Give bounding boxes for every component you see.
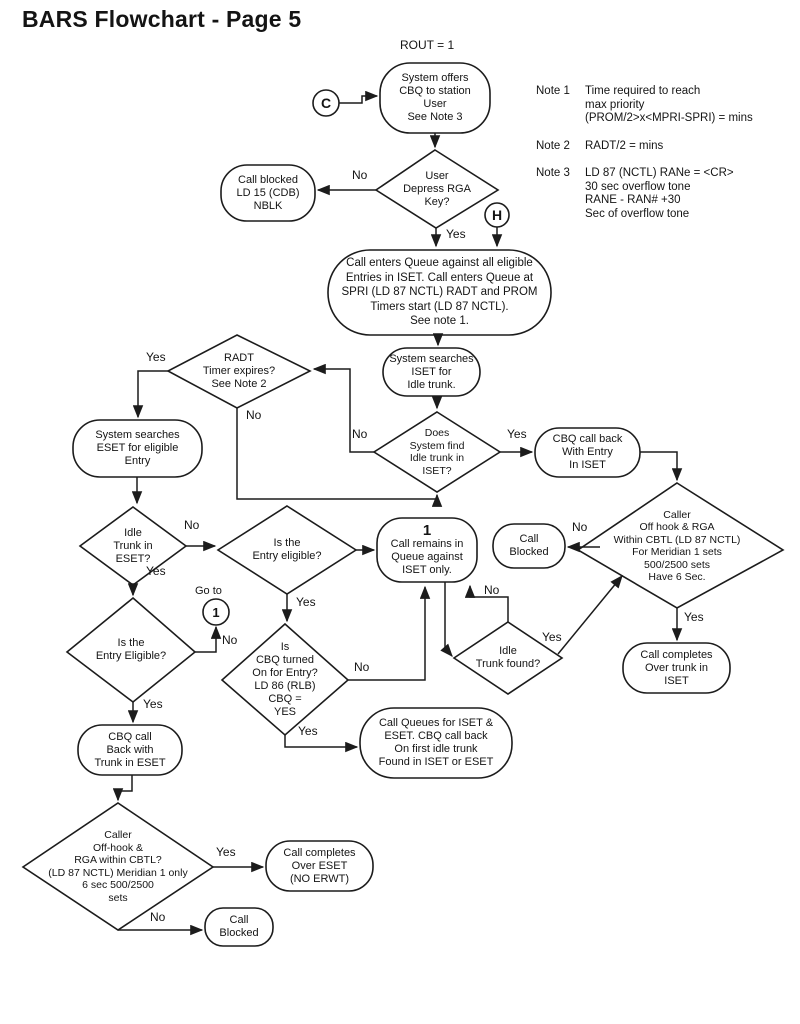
note-3-text: LD 87 (NCTL) RANe = <CR> 30 sec overflow… — [585, 167, 734, 220]
idle-found-decision: Idle Trunk found? — [475, 645, 541, 670]
edge-cbqback-to-caller — [640, 451, 683, 482]
completes-iset-node: Call completes Over trunk in ISET — [640, 648, 713, 687]
label-idlefound-yes: Yes — [542, 630, 562, 644]
label-findiset-yes: Yes — [507, 427, 527, 441]
goto-1-label: 1 — [212, 604, 220, 620]
search-iset-node: System searches ISET for Idle trunk. — [389, 352, 474, 391]
note-3-label: Note 3 — [536, 167, 570, 179]
queue-node: Call enters Queue against all eligible E… — [341, 257, 538, 328]
call-blocked-3-node: Call Blocked — [219, 914, 259, 939]
page-title: BARS Flowchart - Page 5 — [22, 6, 302, 32]
edge-idlefound-no — [464, 584, 509, 622]
call-queues-node: Call Queues for ISET & ESET. CBQ call ba… — [378, 717, 494, 768]
edge-radt-no-loop — [236, 408, 443, 507]
note-2-label: Note 2 — [536, 140, 570, 152]
note-1-label: Note 1 — [536, 85, 570, 97]
completes-eset-node: Call completes Over ESET (NO ERWT) — [283, 846, 356, 885]
goto-caption: Go to — [195, 585, 222, 597]
label-idleeset-no: No — [184, 518, 200, 532]
connector-c-label: C — [320, 95, 332, 111]
call-blocked-3-shape — [204, 907, 274, 947]
label-caller-iset-no: No — [572, 520, 588, 534]
box1-number: 1 — [422, 522, 432, 539]
find-iset-decision-shape — [372, 411, 502, 493]
edge-idlefound-yes — [557, 574, 623, 655]
goto-1-circle — [202, 598, 230, 626]
completes-eset-shape — [265, 840, 374, 892]
radt-decision: RADT Timer expires? See Note 2 — [202, 352, 276, 390]
edge-cbqeset-to-caller — [112, 775, 133, 802]
label-depress-yes: Yes — [446, 227, 466, 241]
call-blocked-2-node: Call Blocked — [509, 533, 549, 558]
edge-findiset-no — [312, 363, 374, 453]
cbq-turned-decision: Is CBQ turned On for Entry? LD 86 (RLB) … — [252, 641, 318, 718]
completes-iset-shape — [622, 642, 731, 694]
note-2-text: RADT/2 = mins — [585, 140, 664, 152]
label-entryelig2-yes: Yes — [143, 697, 163, 711]
box1-node: 1 Call remains in Queue against ISET onl… — [377, 520, 477, 580]
entry-eligible-2-decision: Is the Entry Eligible? — [95, 637, 167, 662]
find-iset-decision: Does System find Idle trunk in ISET? — [409, 427, 465, 477]
search-iset-shape — [382, 347, 481, 397]
label-entryelig1-yes: Yes — [296, 595, 316, 609]
rout-label: ROUT = 1 — [400, 38, 455, 52]
label-caller-iset-yes: Yes — [684, 610, 704, 624]
label-idleeset-yes: Yes — [146, 564, 166, 578]
caller-iset-decision: Caller Off hook & RGA Within CBTL (LD 87… — [613, 508, 741, 584]
edge-c-to-offer — [339, 90, 379, 104]
cbq-back-eset-shape — [77, 724, 183, 776]
idle-eset-decision: Idle Trunk in ESET? — [113, 526, 153, 565]
offer-node: System offers CBQ to station User See No… — [399, 72, 471, 123]
entry-eligible-1-decision: Is the Entry eligible? — [252, 537, 322, 562]
box1-shape — [376, 517, 478, 583]
idle-found-decision-shape — [452, 621, 564, 695]
connector-h-label: H — [491, 207, 503, 223]
edge-box1-to-idlefound — [440, 582, 453, 657]
label-radt-yes: Yes — [146, 350, 166, 364]
search-eset-node: System searches ESET for eligible Entry — [95, 429, 180, 467]
edge-cbqturned-no — [348, 585, 431, 681]
caller-eset-decision: Caller Off-hook & RGA within CBTL? (LD 8… — [48, 829, 188, 904]
box1-text: Call remains in Queue against ISET only. — [390, 538, 464, 576]
label-idlefound-no: No — [484, 583, 500, 597]
depress-rga-decision: User Depress RGA Key? — [403, 169, 471, 208]
label-cbqturned-no: No — [354, 660, 370, 674]
call-blocked-1-shape — [220, 164, 316, 222]
cbq-back-eset-node: CBQ call Back with Trunk in ESET — [94, 730, 166, 769]
label-caller-eset-yes: Yes — [216, 845, 236, 859]
call-blocked-2-shape — [492, 523, 566, 569]
label-depress-no: No — [352, 168, 368, 182]
cbq-back-iset-node: CBQ call back With Entry In ISET — [552, 433, 623, 471]
label-entryelig2-no: No — [222, 633, 238, 647]
label-caller-eset-no: No — [150, 910, 166, 924]
edge-cbqturned-yes — [284, 735, 359, 753]
edge-entryelig2-no — [195, 625, 222, 653]
note-1-text: Time required to reach max priority (PRO… — [585, 85, 753, 124]
label-findiset-no: No — [352, 427, 368, 441]
label-radt-no: No — [246, 408, 262, 422]
edge-radt-yes — [132, 370, 168, 419]
call-queues-shape — [359, 707, 513, 779]
call-blocked-1-node: Call blocked LD 15 (CDB) NBLK — [236, 173, 300, 212]
label-cbqturned-yes: Yes — [298, 724, 318, 738]
